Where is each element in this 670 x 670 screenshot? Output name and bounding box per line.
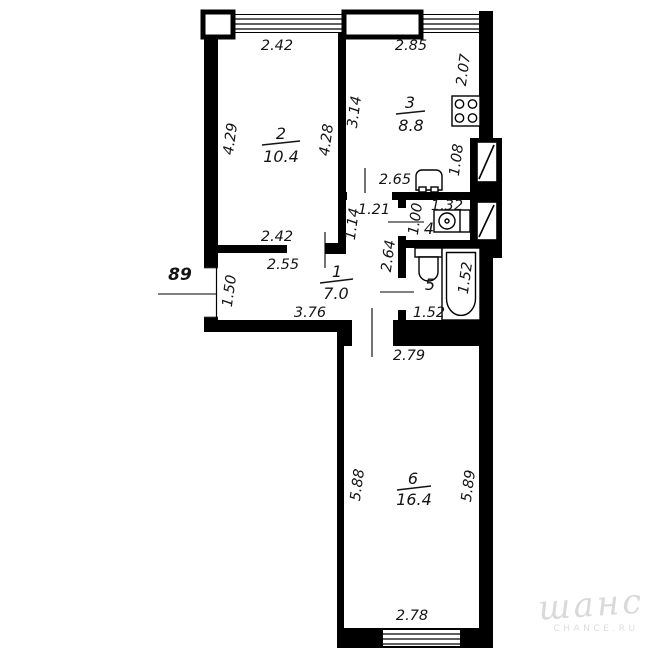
window-kitchen — [423, 15, 479, 32]
window-room6 — [383, 630, 460, 646]
wall-room2-door-block — [325, 243, 346, 254]
wall-room2-bottom — [218, 245, 287, 253]
room-6-number: 6 — [408, 469, 418, 488]
vent-shaft-icon — [476, 141, 498, 183]
window-pier-right — [479, 11, 493, 38]
dim-room6-right: 5.89 — [459, 469, 479, 503]
dim-room2-top: 2.42 — [261, 38, 293, 54]
bathtub-icon — [441, 247, 481, 321]
vent-shafts — [476, 141, 498, 241]
wall-kitchen-bottom-stub — [338, 192, 347, 200]
kitchen-sink-icon — [415, 169, 443, 193]
room-labels: 2 10.4 3 8.8 1 7.0 4 5 6 16.4 — [263, 93, 435, 509]
wall-nook-room4-a — [398, 200, 406, 208]
room-3-number: 3 — [405, 93, 415, 112]
dim-hall-nook-height: 2.64 — [379, 239, 399, 273]
dim-nook-height: 1.14 — [343, 207, 363, 241]
dim-nook-width: 1.21 — [358, 202, 390, 218]
dim-hall-top: 2.55 — [267, 257, 299, 273]
entry-door-label: 89 — [168, 265, 192, 285]
dimension-leaders — [158, 168, 424, 357]
room-label-underlines — [261, 110, 432, 491]
window-room2 — [233, 15, 342, 32]
wall-hall-room5-a — [398, 248, 406, 278]
stove-icon — [451, 95, 481, 127]
watermark-caption: CHANCE.RU — [553, 624, 638, 634]
wall-band-right — [393, 320, 493, 346]
wall-room2-kitchen-divider — [338, 33, 346, 253]
wall-room6-right — [479, 346, 493, 648]
dim-entrance-height: 1.50 — [220, 274, 240, 308]
dim-bath-width-vert: 1.52 — [456, 261, 476, 295]
dim-kitchen-top: 2.85 — [395, 38, 427, 54]
dim-kitchen-niche: 1.08 — [447, 143, 467, 177]
dim-room2-right: 4.28 — [317, 123, 337, 157]
fixtures — [414, 95, 481, 321]
entrance-opening — [203, 267, 219, 318]
windows — [200, 9, 493, 646]
wall-hall-bottom — [204, 320, 352, 332]
room-5-number: 5 — [425, 275, 435, 294]
dim-kitchen-bottom: 2.65 — [379, 172, 411, 188]
watermark-script: шанс — [537, 581, 645, 628]
room-6-area: 16.4 — [396, 490, 432, 509]
dim-room4-width: 1.32 — [431, 198, 463, 214]
dim-room6-bottom: 2.78 — [396, 608, 428, 624]
window-pier-middle — [341, 9, 424, 40]
room-4-number: 4 — [424, 219, 434, 238]
dim-room6-left: 5.88 — [348, 468, 368, 502]
dim-kitchen-right: 2.07 — [454, 52, 474, 87]
dim-bath-width-horiz: 1.52 — [413, 305, 445, 321]
watermark: шанс CHANCE.RU — [537, 581, 645, 634]
wall-hall-room5-b — [398, 310, 406, 320]
room-1-area: 7.0 — [323, 284, 348, 303]
wall-kitchen-bottom-right — [392, 192, 470, 200]
wall-left-upper — [204, 14, 218, 267]
vent-shaft-icon — [476, 201, 498, 241]
interior-walls — [218, 33, 470, 320]
dim-room6-top: 2.79 — [393, 348, 425, 364]
dim-room2-bottom: 2.42 — [261, 229, 293, 245]
wall-nook-room4-b — [398, 236, 406, 248]
dimension-labels: 2.42 2.85 2.07 4.29 4.28 3.14 1.08 2.65 … — [168, 38, 479, 624]
room-2-number: 2 — [276, 124, 286, 143]
window-pier-left — [200, 9, 236, 40]
washbasin-icon — [433, 209, 471, 233]
wall-room6-left — [337, 332, 344, 648]
room-2-area: 10.4 — [263, 147, 299, 166]
wall-right-upper — [479, 14, 493, 138]
dim-room4-height: 1.00 — [406, 202, 426, 236]
room-3-area: 8.8 — [398, 116, 423, 135]
wall-right-mid — [479, 258, 493, 320]
dim-kitchen-left: 3.14 — [345, 95, 365, 129]
room-1-number: 1 — [332, 262, 342, 281]
dim-hall-width: 3.76 — [294, 305, 326, 321]
wall-room4-room5 — [406, 240, 470, 248]
dim-room2-left: 4.29 — [221, 122, 241, 156]
